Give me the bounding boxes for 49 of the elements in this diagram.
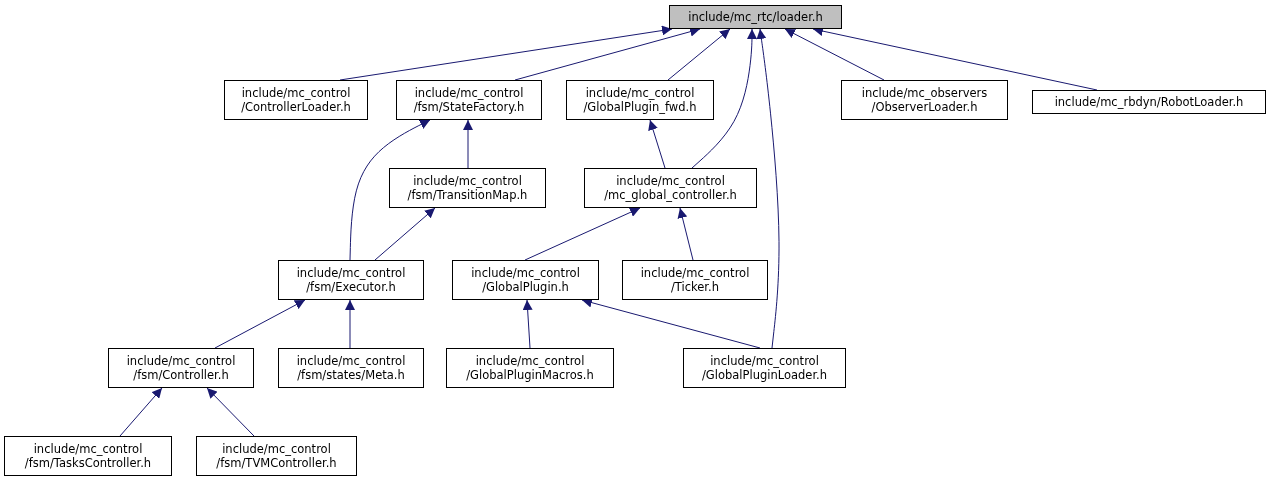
file-path: include/mc_rbdyn/RobotLoader.h <box>1054 95 1244 109</box>
file-path: include/mc_control /mc_global_controller.h <box>603 174 738 202</box>
arrow <box>522 299 533 349</box>
file-path: include/mc_control /fsm/Executor.h <box>295 266 407 294</box>
arrow <box>345 299 355 349</box>
file-box <box>108 348 254 388</box>
file-path: include/mc_control /GlobalPluginMacros.h <box>465 354 595 382</box>
file-path: include/mc_control /GlobalPluginLoader.h <box>700 354 828 382</box>
arrow <box>756 28 780 349</box>
file-path: include/mc_control /fsm/Controller.h <box>125 354 237 382</box>
arrow <box>119 387 163 437</box>
file-path: include/mc_control /ControllerLoader.h <box>240 86 352 114</box>
file-box <box>278 348 424 388</box>
arrow <box>214 299 306 349</box>
arrow <box>206 387 255 437</box>
file-box <box>196 436 357 476</box>
file-path: include/mc_control /fsm/TVMController.h <box>215 442 338 470</box>
arrow <box>784 28 885 81</box>
file-box <box>396 80 542 120</box>
file-box <box>584 168 757 208</box>
file-path: include/mc_control /fsm/TasksController.h <box>23 442 153 470</box>
file-box <box>1032 90 1266 114</box>
arrow <box>463 119 473 169</box>
file-path: include/mc_observers /ObserverLoader.h <box>860 86 989 114</box>
file-box <box>4 436 172 476</box>
file-box <box>389 168 546 208</box>
file-path: include/mc_control /Ticker.h <box>639 266 751 294</box>
arrow <box>648 119 666 169</box>
file-path: include/mc_control /fsm/StateFactory.h <box>412 86 526 114</box>
file-path: include/mc_control /GlobalPlugin_fwd.h <box>582 86 698 114</box>
file-box <box>669 5 842 29</box>
file-box <box>452 260 599 300</box>
file-box <box>841 80 1008 120</box>
arrow <box>349 119 431 261</box>
file-box <box>446 348 614 388</box>
file-box <box>224 80 368 120</box>
arrow <box>374 207 436 261</box>
arrow <box>691 28 757 169</box>
file-box <box>683 348 846 388</box>
arrow <box>524 207 641 261</box>
file-box <box>622 260 768 300</box>
arrow <box>677 207 694 261</box>
file-path: include/mc_rtc/loader.h <box>688 10 823 24</box>
file-path: include/mc_control /fsm/states/Meta.h <box>295 354 407 382</box>
arrow <box>667 28 731 81</box>
file-path: include/mc_control /GlobalPlugin.h <box>470 266 581 294</box>
file-path: include/mc_control /fsm/TransitionMap.h <box>406 174 529 202</box>
file-box <box>566 80 714 120</box>
file-box <box>278 260 424 300</box>
